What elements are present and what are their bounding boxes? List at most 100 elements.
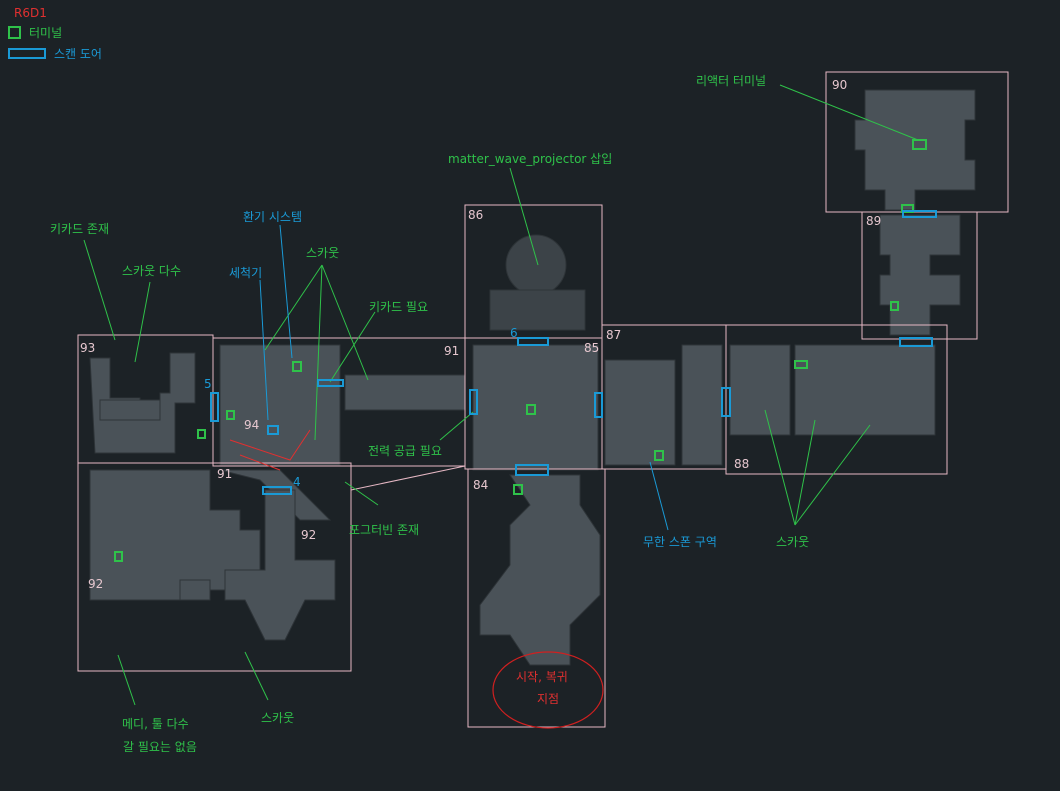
zone-label: 91 [217,467,233,481]
scan-door-legend-label: 스캔 도어 [54,47,102,61]
annotation-start-line2: 지점 [537,692,560,706]
zone-label: 93 [80,341,96,355]
zone-87-floor [604,359,676,466]
leader-ventilation [279,224,293,359]
annotation-infinite-spawn: 무한 스폰 구역 [643,535,717,549]
scan-door-icon [902,210,937,218]
zone-label: 89 [866,214,882,228]
scan-door-icon [721,387,731,417]
terminal-icon [114,551,123,562]
zone-label: 84 [473,478,489,492]
scan-door-icon [469,389,478,415]
door-number: 6 [510,326,518,340]
scan-door-icon [317,379,344,387]
scan-door-icon [517,337,549,346]
zone-88-bounds [725,324,948,475]
terminal-icon [912,139,927,150]
level-title: R6D1 [14,6,47,20]
zone-92-bounds [77,462,352,672]
zone-92-floor-c [179,579,211,601]
zone-label: 90 [832,78,848,92]
zone-connector-line [350,465,466,491]
annotation-fogtervin: 포그터빈 존재 [349,523,420,537]
terminal-legend-icon [8,26,21,39]
scan-door-icon [594,392,603,418]
terminal-icon [226,410,235,420]
leader-scout-right-3 [794,424,871,526]
zone-93-floor-b [99,399,161,421]
annotation-matter-wave: matter_wave_projector 삽입 [448,152,613,166]
zone-84-floor [479,474,601,666]
leader-power [439,411,474,441]
annotation-washer: 세척기 [229,266,263,280]
leader-scout-many [134,281,151,363]
terminal-legend-label: 터미널 [29,26,63,40]
zone-label: 92 [88,577,104,591]
door-number: 4 [293,475,301,489]
terminal-icon [890,301,899,311]
zone-label: 86 [468,208,484,222]
terminal-icon [794,360,808,369]
annotation-scout-many: 스카웃 다수 [122,264,182,278]
annotation-scout-right: 스카웃 [776,535,810,549]
zone-88-floor [729,344,791,436]
zone-label: 91 [444,344,460,358]
leader-scout-top-3 [321,264,369,381]
annotation-reactor-terminal: 리액터 터미널 [696,74,767,88]
map-legend: R6D1 터미널 스캔 도어 [8,6,102,62]
zone-label: 92 [301,528,317,542]
annotation-keycard-present: 키카드 존재 [50,222,110,236]
leader-medi [117,654,136,706]
leader-scout-top-2 [314,264,323,441]
scan-door-icon [210,392,219,422]
annotation-scout-top: 스카웃 [306,246,340,260]
zone-86-floor [489,289,586,331]
zone-91-floor [219,344,341,466]
leader-matter-wave [509,167,539,266]
terminal-icon [292,361,302,372]
leader-scout-right-1 [764,409,796,526]
scan-door-legend-icon [8,48,46,59]
scan-door-icon [262,486,292,495]
zone-label: 87 [606,328,622,342]
terminal-icon [197,429,206,439]
annotation-keycard-needed: 키카드 필요 [369,300,429,314]
zone-93-floor [89,352,196,454]
leader-fogtervin [344,481,379,506]
zone-label: 88 [734,457,750,471]
leader-keycard-needed [329,311,376,383]
leader-scout-bottom [244,651,269,701]
scan-door-icon [267,425,279,435]
start-point-ellipse [492,651,604,729]
zone-91-corridor [344,374,466,411]
zone-92-floor-b [224,489,336,641]
terminal-icon [526,404,536,415]
annotation-start-line1: 시작, 복귀 [516,670,568,684]
leader-scout-top-1 [264,264,323,351]
zone-89-floor [879,214,961,336]
terminal-icon [654,450,664,461]
leader-keycard-present [83,239,116,341]
zone-87-floor-b [681,344,723,466]
annotation-medi-line1: 메디, 툴 다수 [122,717,189,731]
annotation-scout-bottom: 스카웃 [261,711,295,725]
leader-washer [259,279,269,421]
annotation-power-needed: 전력 공급 필요 [368,444,442,458]
zone-92-floor [89,469,261,601]
zone-88-floor-b [794,344,936,436]
leader-reactor [779,84,919,141]
annotation-medi-line2: 갈 필요는 없음 [123,740,197,754]
door-number: 5 [204,377,212,391]
scan-door-icon [899,337,933,347]
zone-label: 94 [244,418,260,432]
scan-door-icon [515,464,549,476]
route-line-b [239,454,281,471]
route-line-a [229,429,311,461]
zone-86-dome [505,234,567,296]
annotation-ventilation: 환기 시스템 [243,210,303,224]
leader-infinite-spawn [649,461,669,531]
terminal-icon [513,484,523,495]
zone-label: 85 [584,341,600,355]
leader-scout-right-2 [794,419,816,526]
